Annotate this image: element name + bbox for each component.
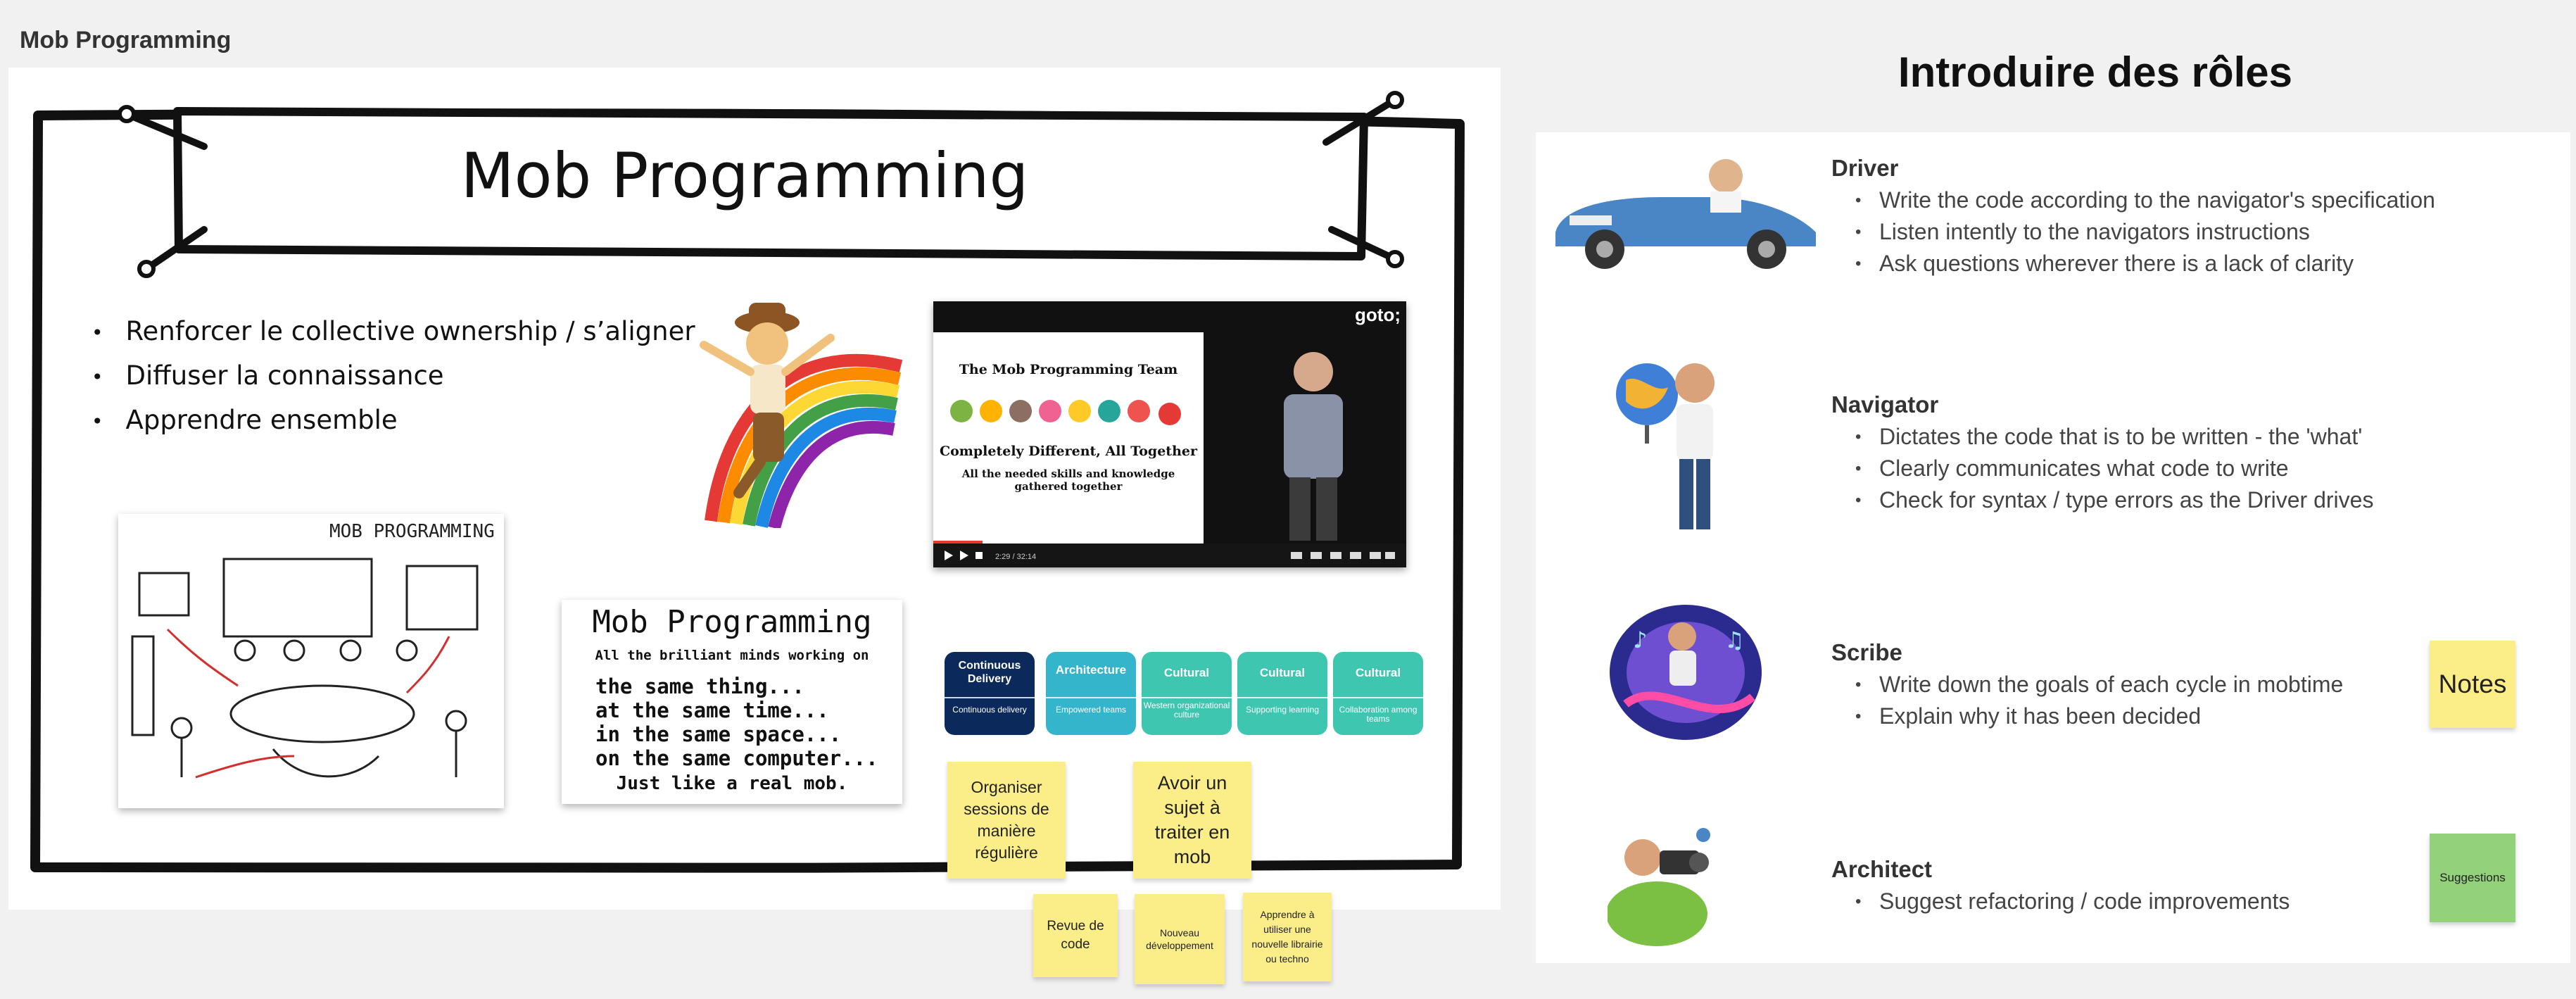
card-subtitle: Empowered teams bbox=[1055, 705, 1127, 715]
card-divider bbox=[1333, 697, 1423, 698]
globe-avatar-image[interactable] bbox=[1605, 352, 1745, 542]
card-divider bbox=[1237, 697, 1327, 698]
card-title: Cultural bbox=[1163, 666, 1210, 679]
role-item: Write down the goals of each cycle in mo… bbox=[1855, 669, 2343, 700]
role-item: Listen intently to the navigators instru… bbox=[1855, 216, 2435, 248]
sticky-note-sessions[interactable]: Organiser sessions de manière régulière bbox=[947, 762, 1066, 879]
card-title: Continuous Delivery bbox=[958, 660, 1021, 685]
sticky-text: Suggestions bbox=[2439, 871, 2506, 884]
sticky-text: Organiser sessions de manière régulière bbox=[964, 778, 1049, 862]
video-controls[interactable] bbox=[933, 544, 1406, 567]
poster-footer: Just like a real mob. bbox=[616, 773, 848, 794]
video-slide bbox=[933, 332, 1204, 544]
role-item: Dictates the code that is to be written … bbox=[1855, 421, 2373, 453]
speaker-figure bbox=[1284, 352, 1343, 541]
mob-quote-poster[interactable]: Mob Programming All the brilliant minds … bbox=[562, 600, 902, 804]
role-navigator-name: Navigator bbox=[1831, 391, 1939, 417]
card-title: Cultural bbox=[1355, 666, 1401, 679]
poster-line: at the same time... bbox=[595, 698, 829, 722]
play-icon[interactable] bbox=[943, 549, 985, 562]
role-item: Suggest refactoring / code improvements bbox=[1855, 886, 2290, 917]
sticky-note-code-review[interactable]: Revue de code bbox=[1033, 894, 1118, 977]
goto-logo: goto; bbox=[1355, 304, 1401, 325]
sketchnote-image[interactable]: MOB PROGRAMMING bbox=[118, 514, 504, 808]
card-title: Architecture bbox=[1055, 663, 1127, 677]
sticky-note-new-dev[interactable]: Nouveau développement bbox=[1135, 894, 1225, 984]
card-cultural-learning[interactable]: Cultural Supporting learning bbox=[1237, 652, 1327, 735]
sticky-note-subject[interactable]: Avoir un sujet à traiter en mob bbox=[1133, 762, 1251, 879]
mob-team-illustration bbox=[950, 400, 1181, 425]
video-progress[interactable] bbox=[933, 541, 983, 544]
poster-line: in the same space... bbox=[595, 722, 842, 746]
role-driver-list: Write the code according to the navigato… bbox=[1855, 184, 2435, 279]
card-subtitle: Supporting learning bbox=[1245, 705, 1320, 715]
sticky-text: Apprendre à utiliser une nouvelle librai… bbox=[1251, 909, 1323, 965]
role-architect-list: Suggest refactoring / code improvements bbox=[1855, 886, 2290, 917]
sticky-text: Avoir un sujet à traiter en mob bbox=[1154, 772, 1230, 867]
hand-drawn-frame bbox=[30, 91, 1465, 873]
card-cultural-western[interactable]: Cultural Western organizational culture bbox=[1142, 652, 1232, 735]
bullet-item: Apprendre ensemble bbox=[91, 398, 695, 443]
sketch-title: MOB PROGRAMMING bbox=[329, 521, 495, 542]
roles-title: Introduire des rôles bbox=[1898, 49, 2293, 96]
role-item: Clearly communicates what code to write bbox=[1855, 453, 2373, 484]
video-slide-subtitle: Completely Different, All Together bbox=[939, 444, 1197, 459]
card-subtitle: Western organizational culture bbox=[1143, 700, 1230, 720]
poster-title: Mob Programming bbox=[592, 604, 872, 640]
svg-text:♪: ♪ bbox=[1633, 627, 1647, 653]
bullet-item: Diffuser la connaissance bbox=[91, 354, 695, 398]
poster-line: on the same computer... bbox=[595, 746, 878, 770]
role-item: Explain why it has been decided bbox=[1855, 700, 2343, 732]
card-continuous-delivery[interactable]: Continuous Delivery Continuous delivery bbox=[945, 652, 1035, 735]
video-slide-title: The Mob Programming Team bbox=[959, 362, 1178, 377]
role-navigator-list: Dictates the code that is to be written … bbox=[1855, 421, 2373, 516]
card-divider bbox=[1046, 697, 1136, 698]
card-divider bbox=[1142, 697, 1232, 698]
role-scribe-name: Scribe bbox=[1831, 639, 1902, 665]
video-timestamp: 2:29 / 32:14 bbox=[995, 553, 1037, 561]
video-player[interactable]: goto; The Mob Programming Team Completel… bbox=[933, 301, 1406, 567]
banner-title: Mob Programming bbox=[460, 139, 1029, 212]
role-item: Check for syntax / type errors as the Dr… bbox=[1855, 484, 2373, 516]
video-slide-caption: All the needed skills and knowledge gath… bbox=[961, 467, 1175, 493]
sticky-text: Revue de code bbox=[1047, 919, 1104, 952]
music-avatar-image[interactable]: ♪ ♫ bbox=[1605, 598, 1767, 746]
sticky-text: Nouveau développement bbox=[1146, 927, 1213, 951]
bullet-item: Renforcer le collective ownership / s’al… bbox=[91, 310, 695, 354]
rainbow-avatar-image[interactable] bbox=[676, 289, 915, 528]
sticky-note-notes[interactable]: Notes bbox=[2430, 641, 2515, 728]
goal-bullets: Renforcer le collective ownership / s’al… bbox=[91, 310, 695, 443]
sticky-note-new-library[interactable]: Apprendre à utiliser une nouvelle librai… bbox=[1243, 893, 1332, 981]
card-cultural-collaboration[interactable]: Cultural Collaboration among teams bbox=[1333, 652, 1423, 735]
role-driver-name: Driver bbox=[1831, 155, 1899, 181]
poster-line: the same thing... bbox=[595, 674, 804, 698]
role-item: Ask questions wherever there is a lack o… bbox=[1855, 248, 2435, 279]
video-settings-icons[interactable] bbox=[1291, 551, 1396, 560]
sticky-text: Notes bbox=[2438, 670, 2507, 698]
role-scribe-list: Write down the goals of each cycle in mo… bbox=[1855, 669, 2343, 732]
sticky-note-suggestions[interactable]: Suggestions bbox=[2430, 834, 2515, 922]
card-architecture[interactable]: Architecture Empowered teams bbox=[1046, 652, 1136, 735]
card-title: Cultural bbox=[1259, 666, 1306, 679]
card-divider bbox=[945, 697, 1035, 698]
role-item: Write the code according to the navigato… bbox=[1855, 184, 2435, 216]
sketch-drawing bbox=[131, 558, 479, 779]
role-architect-name: Architect bbox=[1831, 856, 1933, 882]
svg-text:♫: ♫ bbox=[1724, 627, 1745, 653]
card-subtitle: Collaboration among teams bbox=[1339, 705, 1418, 724]
card-subtitle: Continuous delivery bbox=[952, 705, 1027, 715]
photographer-avatar-image[interactable] bbox=[1608, 822, 1720, 946]
frame-label[interactable]: Mob Programming bbox=[20, 27, 232, 54]
poster-subtitle: All the brilliant minds working on bbox=[595, 648, 869, 663]
poster-lines: the same thing... at the same time... in… bbox=[595, 674, 878, 770]
car-avatar-image[interactable] bbox=[1541, 148, 1837, 275]
